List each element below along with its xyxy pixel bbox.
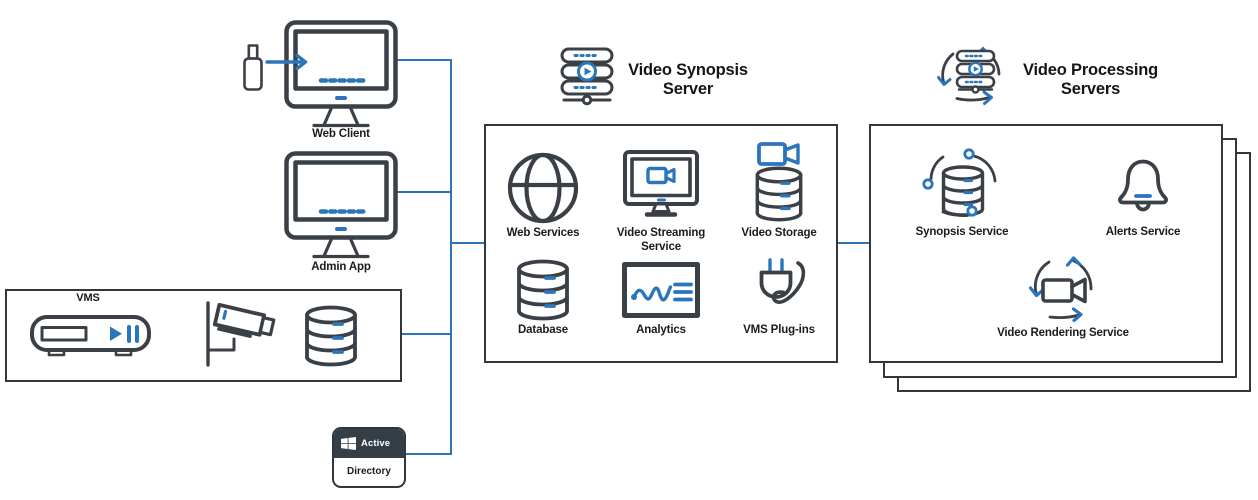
connector-vms xyxy=(401,333,452,335)
connector-web-client xyxy=(397,59,452,61)
vms-label: VMS xyxy=(76,292,100,304)
video-storage-database-icon xyxy=(755,166,803,222)
alerts-service-label: Alerts Service xyxy=(1105,226,1181,238)
admin-app-monitor-icon xyxy=(284,151,398,259)
connector-active-directory xyxy=(404,453,452,455)
active-directory-top-label: Active xyxy=(361,438,391,449)
vms-database-icon xyxy=(305,305,357,367)
windows-logo-icon xyxy=(341,437,356,450)
synopsis-server-icon xyxy=(560,47,614,106)
processing-servers-icon xyxy=(937,47,1001,105)
video-streaming-service-label: Video Streaming Service xyxy=(616,227,706,253)
processing-servers-title: Video Processing Servers xyxy=(1023,61,1158,98)
synopsis-server-title: Video Synopsis Server xyxy=(628,61,748,98)
analytics-label: Analytics xyxy=(636,324,686,336)
database-label: Database xyxy=(518,324,568,336)
video-storage-camcorder-icon xyxy=(757,142,800,166)
alerts-service-bell-icon xyxy=(1118,159,1168,212)
web-services-label: Web Services xyxy=(506,227,580,239)
active-directory-bottom-label: Directory xyxy=(347,466,391,477)
connector-admin-app xyxy=(396,191,452,193)
video-rendering-service-label: Video Rendering Service xyxy=(997,327,1129,339)
synopsis-service-label: Synopsis Service xyxy=(915,226,1009,238)
analytics-icon xyxy=(622,262,700,318)
video-streaming-monitor-icon xyxy=(623,150,699,217)
admin-app-label: Admin App xyxy=(311,261,371,273)
vms-plugins-plug-icon xyxy=(759,258,806,304)
web-client-monitor-icon xyxy=(284,20,398,128)
usb-drive-icon xyxy=(243,44,263,91)
video-storage-label: Video Storage xyxy=(741,227,817,239)
processing-servers-box xyxy=(869,124,1223,363)
web-services-globe-icon xyxy=(507,152,579,224)
synopsis-service-icon xyxy=(922,148,997,217)
vms-plugins-label: VMS Plug-ins xyxy=(743,324,815,336)
database-icon xyxy=(517,259,569,321)
vms-player-icon xyxy=(30,315,151,357)
web-client-label: Web Client xyxy=(312,128,370,140)
active-directory-box: Active Directory xyxy=(332,427,406,488)
connector-trunk xyxy=(450,59,452,455)
cctv-camera-icon xyxy=(206,301,276,367)
usb-to-client-arrow-icon xyxy=(265,53,308,71)
active-directory-footer: Directory xyxy=(334,458,404,485)
connector-between-servers xyxy=(837,242,870,244)
active-directory-header: Active xyxy=(334,429,404,458)
connector-to-synopsis-server xyxy=(451,242,484,244)
video-rendering-service-icon xyxy=(1028,256,1093,323)
